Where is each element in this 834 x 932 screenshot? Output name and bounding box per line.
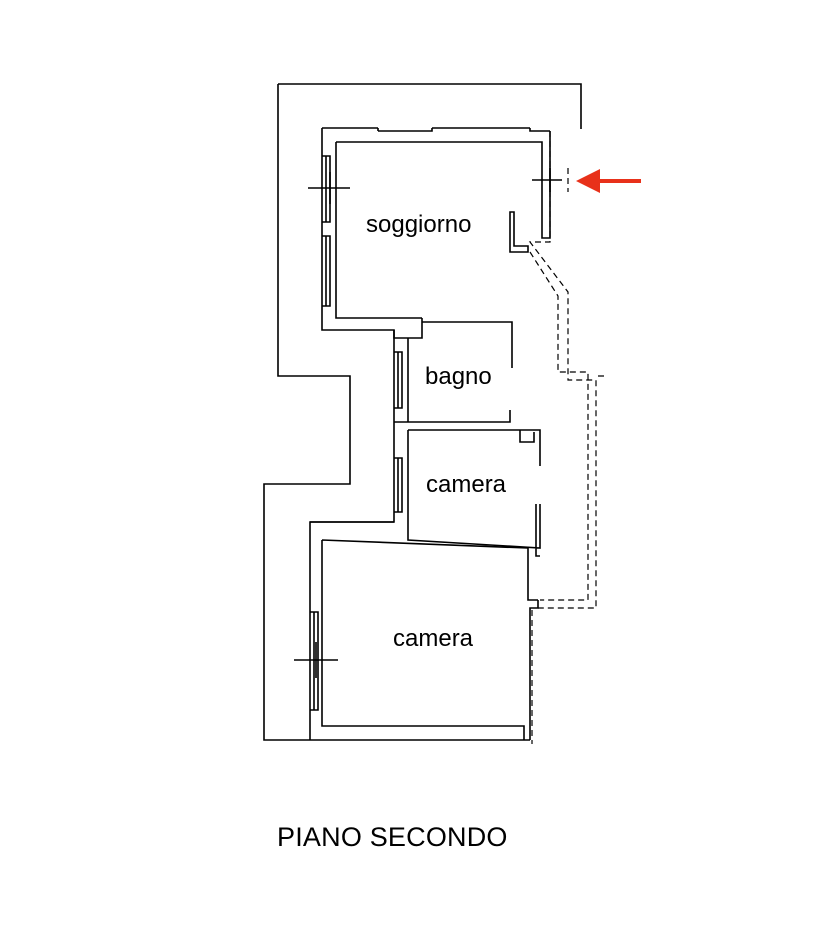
floor-title: PIANO SECONDO xyxy=(277,822,508,852)
soggiorno-closet xyxy=(509,211,529,253)
camera-2-wall xyxy=(310,521,538,740)
bagno-wall xyxy=(393,318,513,423)
section-mark-2 xyxy=(294,642,338,678)
balcony-outline xyxy=(528,131,604,744)
section-mark-3 xyxy=(532,168,562,192)
room-label-soggiorno: soggiorno xyxy=(366,211,471,238)
entrance-arrow-icon xyxy=(576,169,641,193)
soggiorno-wall-top xyxy=(322,127,550,132)
section-mark-1 xyxy=(308,172,350,204)
window-bagno xyxy=(394,351,403,409)
camera-1-wall xyxy=(407,429,541,557)
room-label-bagno: bagno xyxy=(425,363,492,390)
window-camera-1 xyxy=(394,457,403,513)
window-camera-2 xyxy=(310,611,319,711)
outer-wall xyxy=(263,83,582,741)
room-label-camera-1: camera xyxy=(426,471,507,498)
window-soggiorno xyxy=(322,155,331,307)
room-label-camera-2: camera xyxy=(393,625,474,652)
apartment-wall-outer xyxy=(309,128,539,740)
